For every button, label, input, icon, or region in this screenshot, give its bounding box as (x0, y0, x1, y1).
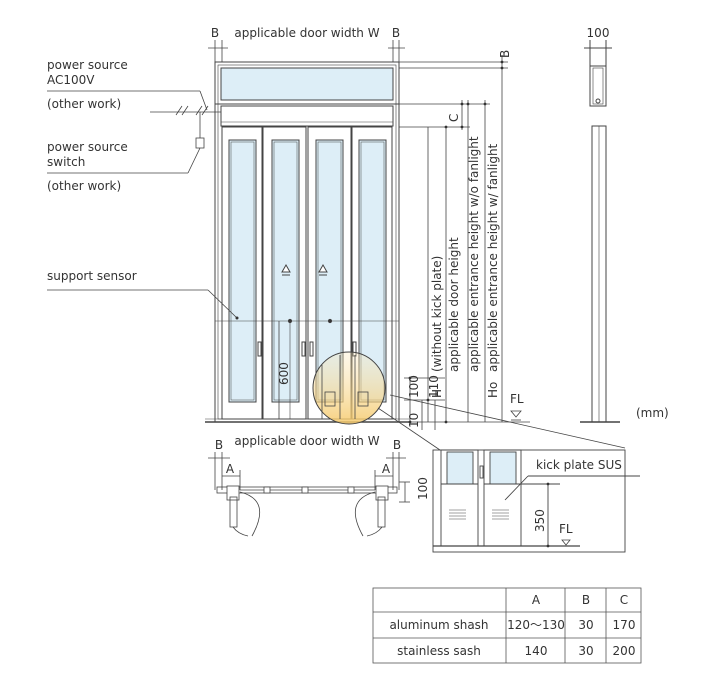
dim-600-label: 600 (277, 362, 291, 385)
header-box (220, 105, 394, 127)
other-work-label-1: (other work) (47, 97, 121, 111)
B-label-left: B (211, 26, 219, 40)
top-width-label: applicable door width W (234, 26, 379, 40)
table-row-1-label: aluminum shash (389, 618, 488, 632)
FL-label: FL (510, 392, 524, 406)
detail-zoom-circle (312, 351, 386, 425)
table-row-1-B: 30 (578, 618, 593, 632)
table-row-1-A: 120～130 (507, 618, 565, 632)
dim-350-label: 350 (533, 509, 547, 532)
B-label-vertical: B (498, 50, 512, 58)
power-switch-box (195, 137, 205, 149)
table-row-2-A: 140 (525, 644, 548, 658)
power-source-label-2: AC100V (47, 73, 95, 87)
table-header-C: C (620, 593, 628, 607)
side-100-label: 100 (587, 26, 610, 40)
dim-110-label: 110 (427, 375, 441, 398)
plan-A-left: A (226, 462, 235, 476)
plan-view (208, 452, 410, 537)
entrance-wo-label: applicable entrance height w/o fanlight (467, 136, 481, 372)
plan-B-right: B (393, 438, 401, 452)
table-row-2-B: 30 (578, 644, 593, 658)
Ho-label: Ho (486, 382, 500, 398)
power-switch-label-1: power source (47, 140, 128, 154)
H-label: H (430, 389, 444, 398)
side-section (580, 40, 620, 423)
plan-B-left: B (215, 438, 223, 452)
table-row-2-label: stainless sash (397, 644, 481, 658)
C-label: C (447, 114, 461, 122)
plan-100-label: 100 (416, 477, 430, 500)
dim-100-label: 100 (407, 375, 421, 398)
table-row-2-C: 200 (613, 644, 636, 658)
unit-label: (mm) (636, 406, 669, 420)
entrance-w-label: applicable entrance height w/ fanlight (486, 143, 500, 372)
dim-10-label: 10 (407, 413, 421, 428)
table-header-A: A (532, 593, 541, 607)
support-sensor-label: support sensor (47, 269, 137, 283)
power-switch-label-2: switch (47, 155, 85, 169)
fanlight (220, 67, 394, 101)
kick-plate-detail (432, 449, 640, 553)
power-source-label-1: power source (47, 58, 128, 72)
spec-table (372, 587, 642, 664)
B-label-right: B (392, 26, 400, 40)
other-work-label-2: (other work) (47, 179, 121, 193)
table-row-1-C: 170 (613, 618, 636, 632)
without-kick-label: (without kick plate) (430, 256, 444, 372)
table-header-B: B (582, 593, 590, 607)
detail-FL-label: FL (559, 522, 573, 536)
plan-A-right: A (382, 462, 391, 476)
front-elevation (205, 61, 410, 423)
kick-plate-label: kick plate SUS (536, 458, 622, 472)
bottom-width-label: applicable door width W (234, 434, 379, 448)
door-height-label: applicable door height (447, 237, 461, 372)
